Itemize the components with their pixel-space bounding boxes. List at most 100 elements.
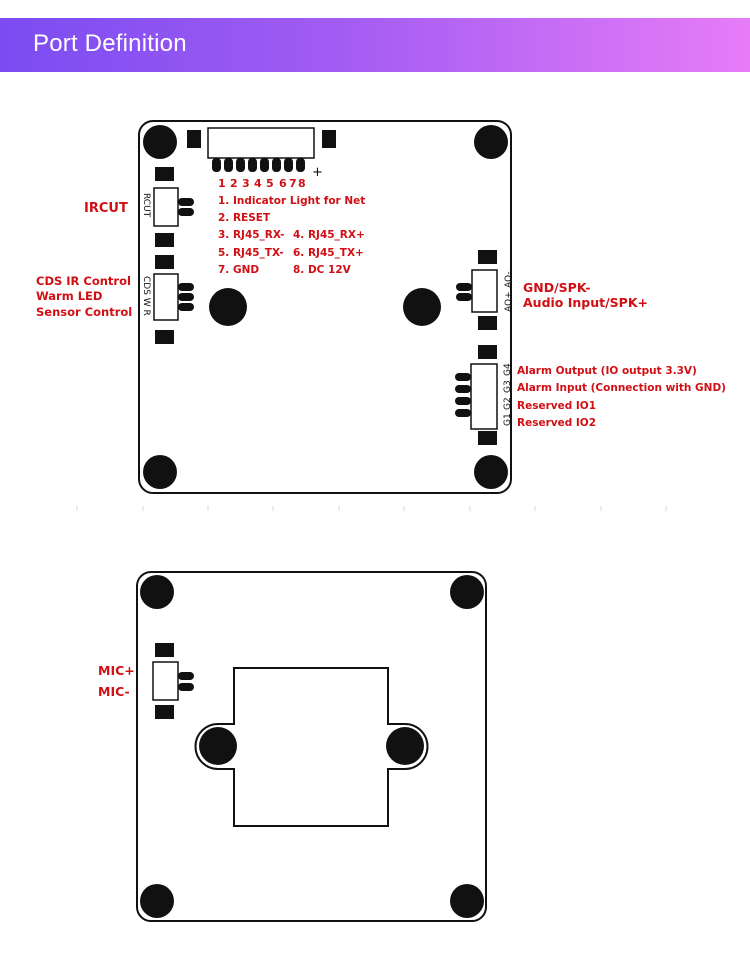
ruler-ticks: [76, 506, 667, 511]
alarm-silk: G3: [503, 380, 513, 393]
cds-silk: CDS W R: [141, 276, 151, 316]
pin-def-5: 5. RJ45_TX-: [218, 247, 284, 259]
connector-housing: [207, 127, 315, 159]
ircut-label: IRCUT: [84, 201, 128, 216]
pin-number: 4: [254, 177, 262, 190]
cds-label-line: Sensor Control: [36, 305, 132, 319]
pin-numbers: 1 2 3 4 5 6 7 8: [218, 177, 306, 190]
pin-def-1: 1. Indicator Light for Net: [218, 195, 365, 207]
connector-tab: [478, 316, 497, 330]
cds-label-line: Warm LED: [36, 289, 102, 303]
mount-hole: [450, 884, 484, 918]
connector-pin: [455, 385, 471, 393]
cds-label: CDS IR Control Warm LED Sensor Control: [36, 274, 132, 319]
alarm-label-line: Reserved IO1: [517, 400, 596, 412]
pin-number: 5: [266, 177, 274, 190]
connector-tab: [478, 345, 497, 359]
pin-number: 1: [218, 177, 226, 190]
main-connector: +: [187, 127, 336, 180]
mic-connector: [152, 643, 194, 719]
pin-def-8: 8. DC 12V: [293, 264, 352, 276]
lens-screw-hole: [386, 727, 424, 765]
connector-pin: [178, 283, 194, 291]
connector-pin: [178, 208, 194, 216]
mic-label-line: MIC-: [98, 684, 130, 699]
mount-hole: [143, 455, 177, 489]
connector-pin: [248, 158, 257, 172]
audio-label-line: Audio Input/SPK+: [523, 295, 648, 310]
audio-label-line: GND/SPK-: [523, 280, 591, 295]
connector-pin: [455, 373, 471, 381]
mic-label: MIC+ MIC-: [98, 663, 135, 699]
alarm-silk: G1: [503, 413, 513, 426]
alarm-label-line: Alarm Output (IO output 3.3V): [517, 365, 697, 377]
center-hole: [403, 288, 441, 326]
audio-silk-plus: AO+: [504, 291, 514, 312]
connector-pin: [456, 293, 472, 301]
alarm-label-line: Reserved IO2: [517, 417, 596, 429]
center-hole: [209, 288, 247, 326]
connector-pin: [455, 397, 471, 405]
lens-screw-hole: [199, 727, 237, 765]
alarm-label: Alarm Output (IO output 3.3V) Alarm Inpu…: [517, 365, 726, 429]
connector-tab: [155, 330, 174, 344]
connector-housing: [152, 661, 179, 701]
connector-housing: [471, 269, 498, 313]
connector-pin: [178, 303, 194, 311]
connector-pin: [178, 293, 194, 301]
ircut-connector: RCUT: [141, 167, 194, 247]
connector-pin: [178, 672, 194, 680]
cds-connector: CDS W R: [141, 255, 194, 344]
top-board-outline: [138, 120, 512, 494]
connector-pin: [212, 158, 221, 172]
mic-label-line: MIC+: [98, 663, 135, 678]
pin-def-6: 6. RJ45_TX+: [293, 247, 364, 259]
pin-def-4: 4. RJ45_RX+: [293, 229, 365, 241]
pin-definitions: 1. Indicator Light for Net 2. RESET 3. R…: [218, 195, 365, 276]
page-title: Port Definition: [33, 30, 187, 57]
connector-tab: [322, 130, 336, 148]
pin-def-7: 7. GND: [218, 264, 259, 276]
connector-pin: [236, 158, 245, 172]
mount-hole: [140, 884, 174, 918]
connector-tab: [155, 643, 174, 657]
pin-number: 7: [289, 177, 297, 190]
mount-hole: [474, 455, 508, 489]
ircut-silk: RCUT: [141, 193, 151, 218]
mount-hole: [140, 575, 174, 609]
connector-pin: [260, 158, 269, 172]
connector-pin: [284, 158, 293, 172]
connector-tab: [155, 705, 174, 719]
alarm-silk: G4: [503, 363, 513, 376]
connector-housing: [153, 187, 179, 227]
pin-number: 3: [242, 177, 250, 190]
connector-tab: [155, 255, 174, 269]
lens-holder-outline: [194, 667, 429, 827]
connector-pin: [178, 683, 194, 691]
connector-tab: [155, 233, 174, 247]
connector-pin: [272, 158, 281, 172]
connector-housing: [470, 363, 498, 430]
connector-tab: [478, 250, 497, 264]
connector-pin: [455, 409, 471, 417]
cds-label-line: CDS IR Control: [36, 274, 131, 288]
connector-tab: [478, 431, 497, 445]
pin-def-2: 2. RESET: [218, 212, 271, 224]
pin-plus-mark: +: [312, 165, 323, 180]
header-bar: Port Definition: [0, 18, 750, 72]
alarm-label-line: Alarm Input (Connection with GND): [517, 382, 726, 394]
audio-connector: AO- AO+: [456, 250, 514, 330]
mount-hole: [474, 125, 508, 159]
connector-tab: [155, 167, 174, 181]
connector-pin: [296, 158, 305, 172]
connector-tab: [187, 130, 201, 148]
pin-number: 2: [230, 177, 238, 190]
pin-number: 6: [279, 177, 287, 190]
mount-hole: [143, 125, 177, 159]
connector-housing: [153, 273, 179, 321]
audio-label: GND/SPK- Audio Input/SPK+: [523, 280, 648, 310]
alarm-silk: G2: [503, 397, 513, 410]
bottom-board: MIC+ MIC-: [98, 571, 487, 922]
connector-pin: [224, 158, 233, 172]
